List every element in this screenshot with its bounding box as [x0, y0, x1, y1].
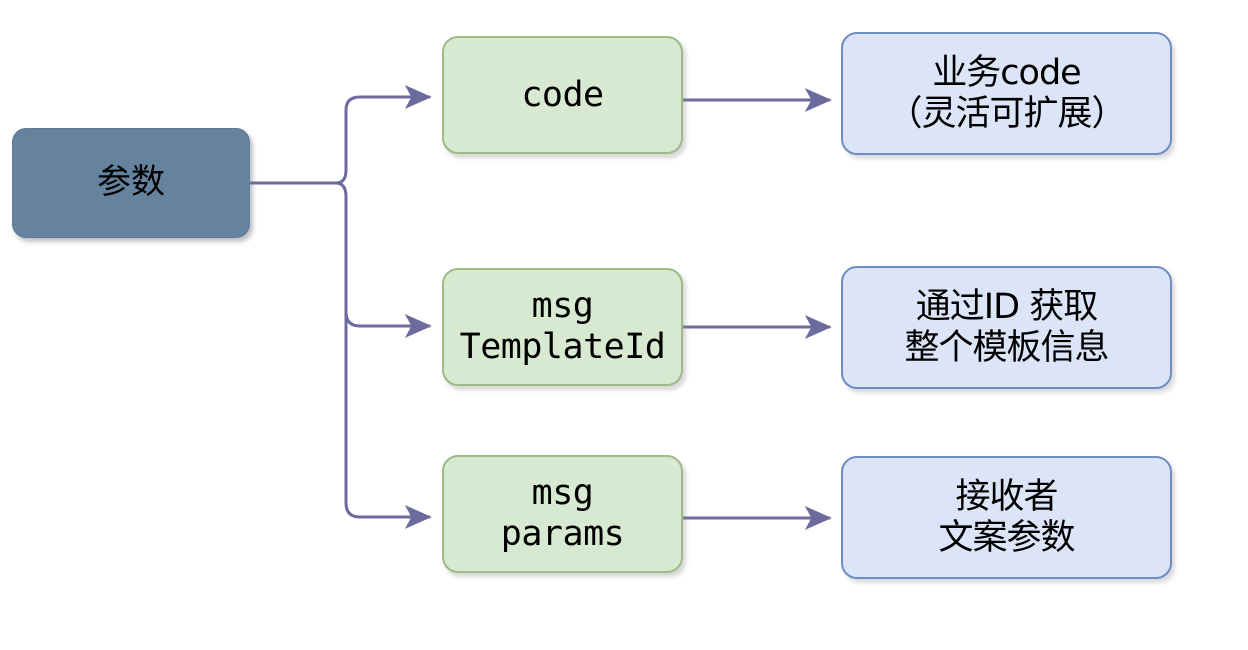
node-description-msg-template-id[interactable]: 通过ID 获取 整个模板信息 — [841, 266, 1172, 389]
node-description-msg-params[interactable]: 接收者 文案参数 — [841, 456, 1172, 579]
node-description-code-line2: （灵活可扩展） — [887, 93, 1126, 134]
node-root-params-label: 参数 — [97, 162, 165, 203]
node-description-msg-params-line1: 接收者 — [955, 476, 1058, 517]
node-description-msg-template-id-line1: 通过ID 获取 — [915, 286, 1098, 327]
node-field-code[interactable]: code — [442, 36, 683, 154]
node-field-msg-params-line1: msg — [531, 473, 594, 514]
node-description-code[interactable]: 业务code （灵活可扩展） — [841, 32, 1172, 155]
node-field-code-label: code — [521, 74, 604, 115]
node-description-code-line1: 业务code — [932, 52, 1081, 93]
node-description-msg-template-id-line2: 整个模板信息 — [904, 327, 1109, 368]
node-field-msg-template-id[interactable]: msg TemplateId — [442, 268, 683, 386]
node-field-msg-template-id-line2: TemplateId — [459, 327, 666, 367]
node-field-msg-params-line2: params — [500, 514, 625, 554]
edge-branch-msg-template-id — [335, 181, 432, 338]
node-root-params[interactable]: 参数 — [12, 128, 250, 238]
edge-branch-code — [335, 85, 432, 185]
node-description-msg-params-line2: 文案参数 — [938, 517, 1075, 558]
node-field-msg-template-id-line1: msg — [531, 286, 594, 327]
edge-branch-msg-params — [344, 312, 432, 529]
node-field-msg-params[interactable]: msg params — [442, 455, 683, 573]
